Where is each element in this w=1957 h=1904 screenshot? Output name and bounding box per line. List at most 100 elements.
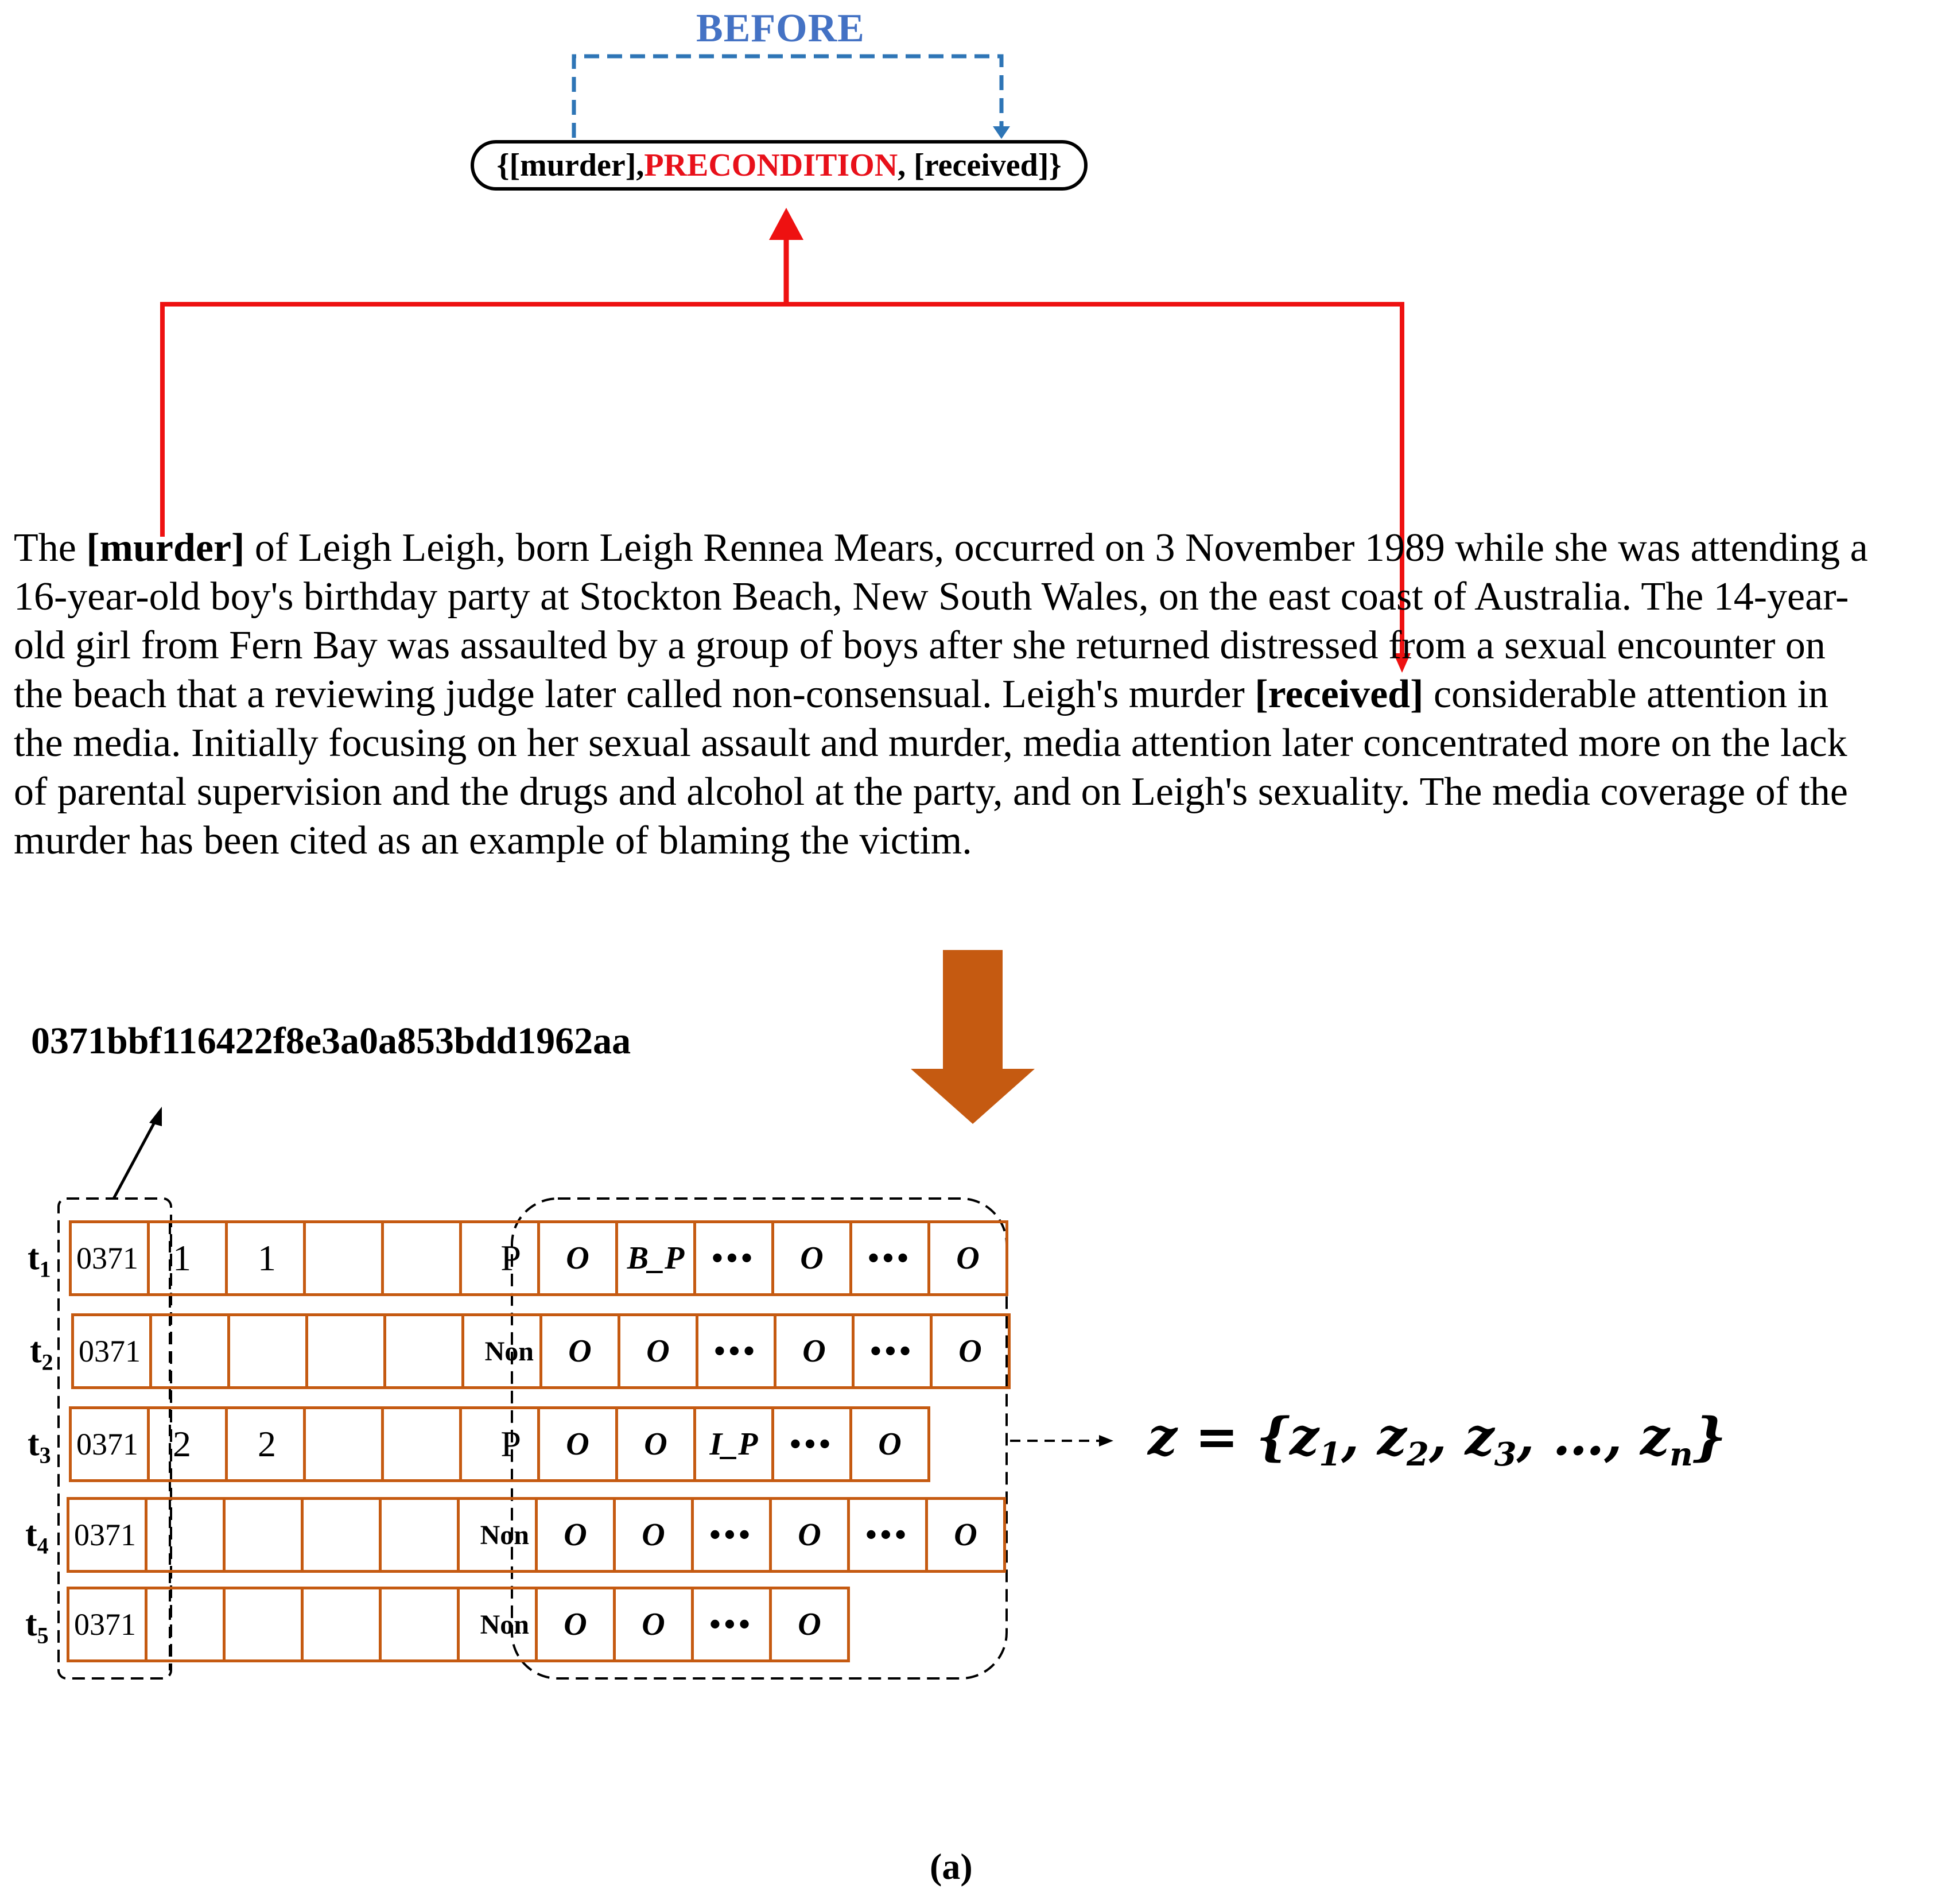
formula-separator: , [1516, 1406, 1553, 1467]
formula-term: z [1640, 1406, 1670, 1467]
tag-cell: O [618, 1313, 698, 1389]
source-passage: The [murder] of Leigh Leigh, born Leigh … [14, 523, 1954, 865]
formula-term: … [1552, 1406, 1605, 1467]
tag-cell: ••• [852, 1313, 933, 1389]
big-down-arrow [911, 950, 1035, 1124]
empty-cell [305, 1313, 386, 1389]
arg-index-cell [227, 1313, 308, 1389]
relation-flag-cell: Non [457, 1497, 538, 1573]
before-label: BEFORE [696, 6, 865, 51]
tag-cell: O [535, 1497, 616, 1573]
figure-caption: (a) [930, 1846, 973, 1887]
row-label-base: t [28, 1424, 40, 1463]
row-label: t2 [30, 1331, 53, 1375]
relation-flag-cell: Non [461, 1313, 542, 1389]
event-mention: [murder] [86, 526, 245, 570]
tag-cell: O [613, 1587, 694, 1662]
tag-cell: O [930, 1313, 1011, 1389]
arg-index-cell: 2 [147, 1406, 228, 1482]
formula-separator: , [1341, 1406, 1377, 1467]
tag-cell: ••• [847, 1497, 928, 1573]
relation-flag-cell: Non [457, 1587, 538, 1662]
passage-text: The [14, 526, 87, 570]
formula-term: z [1377, 1406, 1407, 1467]
formula-term-index: 2 [1406, 1436, 1429, 1473]
tag-cell: B_P [615, 1220, 696, 1296]
tag-cell: O [537, 1406, 618, 1482]
tag-cell: ••• [849, 1220, 930, 1296]
tag-cell: ••• [771, 1406, 852, 1482]
passage-line: the media. Initially focusing on her sex… [14, 719, 1954, 767]
arg-index-cell: 2 [225, 1406, 306, 1482]
row-label-index: 3 [39, 1442, 51, 1468]
formula-rhs: } [1692, 1406, 1726, 1467]
doc-id-cell: 0371 [67, 1497, 147, 1573]
passage-line: murder has been cited as an example of b… [14, 816, 1954, 865]
arg-index-cell [149, 1313, 230, 1389]
red-connector-line [160, 302, 1404, 660]
formula-separator: , [1428, 1406, 1465, 1467]
empty-cell [381, 1406, 462, 1482]
tag-cell: O [849, 1406, 930, 1482]
before-arrowhead [993, 126, 1010, 139]
formula-term-index: 1 [1319, 1436, 1342, 1473]
passage-text: murder has been cited as an example of b… [14, 819, 972, 863]
row-label-base: t [30, 1331, 42, 1370]
formula-term-index: 3 [1494, 1436, 1517, 1473]
empty-cell [301, 1497, 382, 1573]
formula-term-index: n [1669, 1436, 1693, 1473]
relation-open: {[murder], [496, 148, 644, 183]
row-label-index: 2 [41, 1349, 53, 1375]
tag-cell: O [537, 1220, 618, 1296]
passage-text: the media. Initially focusing on her sex… [14, 721, 1847, 765]
empty-cell [381, 1220, 462, 1296]
arg-index-cell: 1 [147, 1220, 228, 1296]
row-label-index: 1 [39, 1256, 51, 1282]
passage-text: of Leigh Leigh, born Leigh Rennea Mears,… [244, 526, 1868, 570]
row-label: t3 [28, 1424, 51, 1468]
doc-id-cell: 0371 [69, 1220, 150, 1296]
formula-lhs: z = { [1148, 1406, 1290, 1467]
arg-index-cell [145, 1497, 226, 1573]
relation-flag-cell: P [459, 1406, 540, 1482]
doc-id-pointer-head [149, 1107, 162, 1126]
arg-index-cell [145, 1587, 226, 1662]
row-label-index: 4 [37, 1533, 49, 1559]
passage-line: The [murder] of Leigh Leigh, born Leigh … [14, 523, 1954, 572]
tag-cell: O [925, 1497, 1006, 1573]
empty-cell [379, 1587, 460, 1662]
empty-cell [303, 1220, 384, 1296]
empty-cell [301, 1587, 382, 1662]
doc-id-cell: 0371 [69, 1406, 150, 1482]
tag-cell: O [613, 1497, 694, 1573]
tag-cell: O [771, 1220, 852, 1296]
event-mention: [received] [1255, 672, 1424, 716]
relation-flag-cell: P [459, 1220, 540, 1296]
passage-text: of parental supervision and the drugs an… [14, 770, 1848, 814]
doc-id-cell: 0371 [67, 1587, 147, 1662]
row-label: t4 [25, 1514, 49, 1559]
passage-line: the beach that a reviewing judge later c… [14, 670, 1954, 719]
formula-arrowhead [1099, 1435, 1113, 1447]
tag-cell: O [615, 1406, 696, 1482]
doc-id-cell: 0371 [71, 1313, 152, 1389]
passage-text: 16-year-old boy's birthday party at Stoc… [14, 575, 1849, 619]
row-label-index: 5 [37, 1622, 49, 1649]
tag-cell: O [539, 1313, 620, 1389]
id-column-dashed-box [57, 1197, 172, 1680]
z-formula: z = {z1, z2, z3, …, zn} [1148, 1406, 1726, 1473]
red-up-arrowhead [769, 208, 803, 240]
tag-sequence-dashed-box [511, 1197, 1008, 1680]
passage-text: considerable attention in [1423, 672, 1829, 716]
tag-cell: ••• [696, 1313, 776, 1389]
row-label: t5 [25, 1604, 49, 1649]
formula-term: z [1465, 1406, 1494, 1467]
doc-id-pointer-line [112, 1118, 158, 1200]
tag-cell: ••• [691, 1497, 772, 1573]
arg-index-cell [223, 1587, 304, 1662]
tag-cell: I_P [693, 1406, 774, 1482]
passage-text: the beach that a reviewing judge later c… [14, 672, 1255, 716]
row-label-base: t [25, 1604, 37, 1643]
formula-term: z [1290, 1406, 1319, 1467]
